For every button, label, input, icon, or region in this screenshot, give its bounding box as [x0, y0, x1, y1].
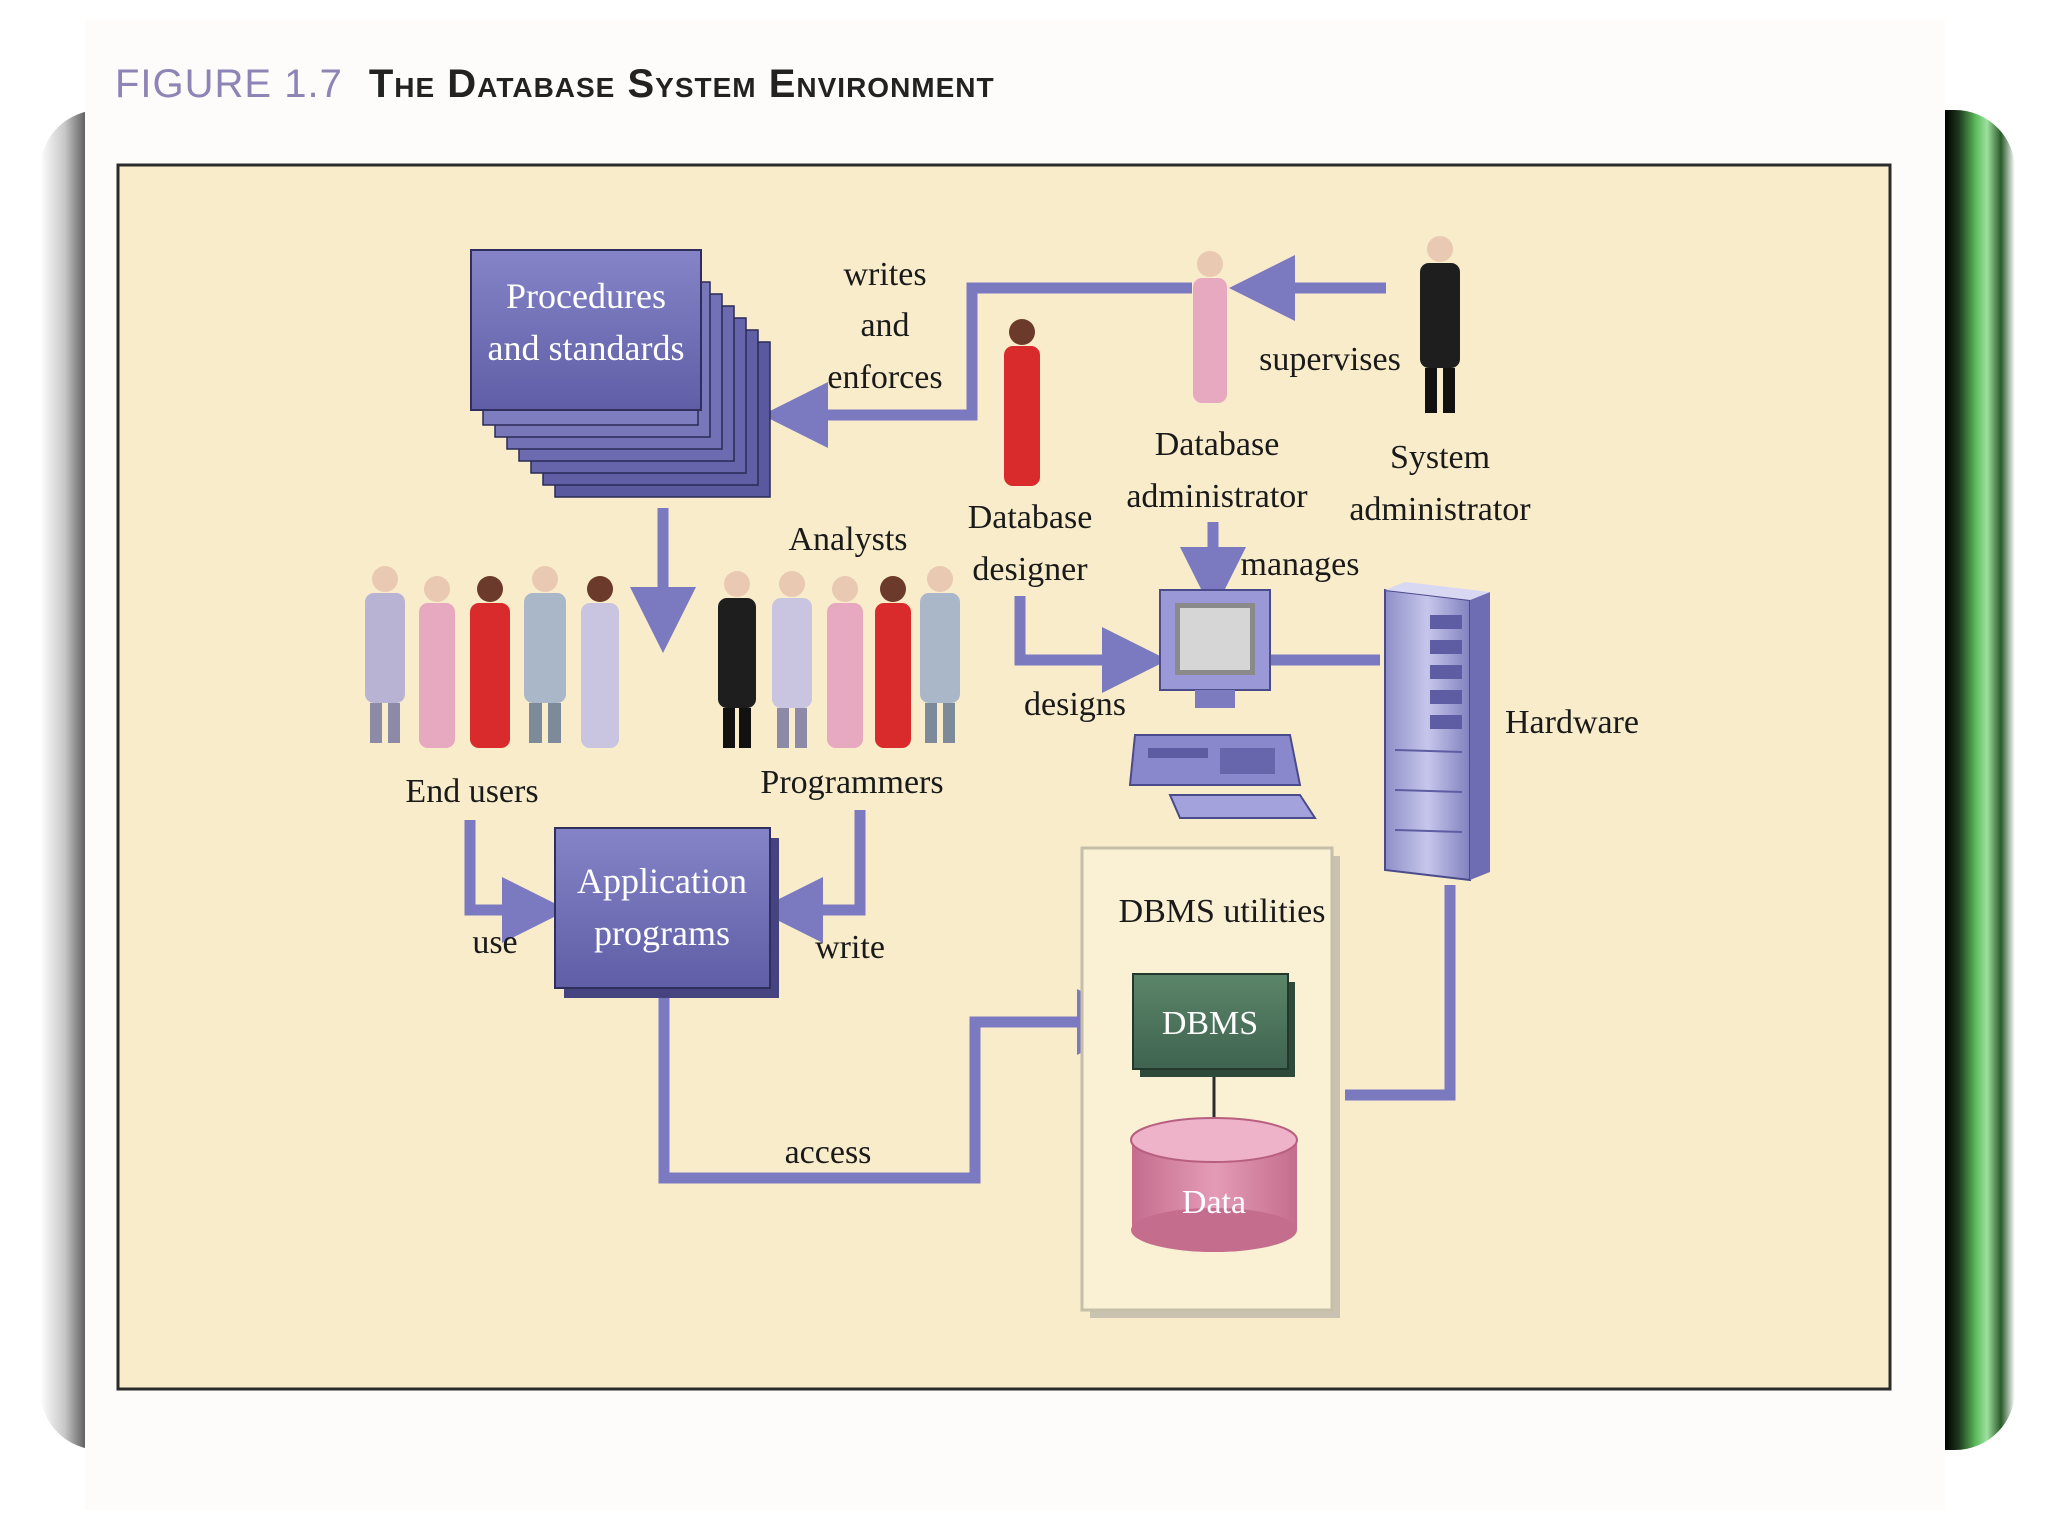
write-label: write — [815, 929, 885, 966]
dbms-utilities-label: DBMS utilities — [1119, 893, 1326, 930]
sys-admin-label-1: System — [1390, 439, 1490, 476]
writes-label: writes — [843, 256, 926, 293]
system-administrator-figure — [1420, 236, 1460, 413]
diagram-panel — [116, 163, 1892, 1391]
access-label: access — [785, 1134, 872, 1171]
data-label: Data — [1182, 1184, 1246, 1221]
end-users-figures — [365, 566, 619, 748]
database-designer-figure — [1004, 319, 1040, 486]
application-label-1: Application — [577, 861, 747, 901]
analysts-label: Analysts — [789, 521, 908, 558]
enforces-label: enforces — [827, 359, 942, 396]
data-cylinder — [1130, 1117, 1298, 1252]
hardware-utilities-line — [1345, 885, 1456, 1101]
use-label: use — [472, 924, 517, 961]
dbms-label: DBMS — [1162, 1005, 1258, 1042]
manages-label: manages — [1241, 546, 1360, 583]
figure-caption: FIGURE 1.7 The Database System Environmen… — [115, 62, 995, 107]
use-arrow — [464, 820, 568, 943]
hardware-label: Hardware — [1505, 704, 1639, 741]
application-label-2: programs — [594, 913, 730, 953]
slide-frame-right — [1945, 110, 2015, 1450]
write-arrow — [757, 810, 866, 943]
figure-number: FIGURE 1.7 — [115, 62, 343, 106]
and-label: and — [860, 307, 909, 344]
designs-label: designs — [1024, 686, 1126, 723]
procedures-stack — [470, 249, 771, 498]
sys-admin-label-2: administrator — [1349, 491, 1531, 528]
programmers-figures — [718, 566, 960, 748]
db-designer-label-2: designer — [972, 551, 1088, 588]
procedures-label-1: Procedures — [506, 276, 666, 316]
end-users-label: End users — [405, 773, 538, 810]
connectors — [464, 255, 1456, 1184]
programmers-label: Programmers — [760, 764, 943, 801]
db-admin-label-2: administrator — [1126, 478, 1308, 515]
figure-title: The Database System Environment — [368, 62, 995, 106]
db-designer-label-1: Database — [968, 499, 1093, 536]
hardware-server-icon — [1384, 582, 1490, 882]
designs-arrow — [1014, 596, 1168, 693]
procedures-label-2: and standards — [488, 328, 685, 368]
writes-enforces-arrow — [762, 282, 1192, 448]
database-administrator-figure — [1193, 251, 1227, 403]
dbms-box — [1132, 973, 1289, 1070]
access-arrow — [658, 989, 1143, 1184]
computer-icon — [1128, 589, 1317, 819]
db-admin-label-1: Database — [1155, 426, 1280, 463]
application-programs-box — [554, 827, 771, 989]
supervises-label: supervises — [1259, 341, 1401, 378]
